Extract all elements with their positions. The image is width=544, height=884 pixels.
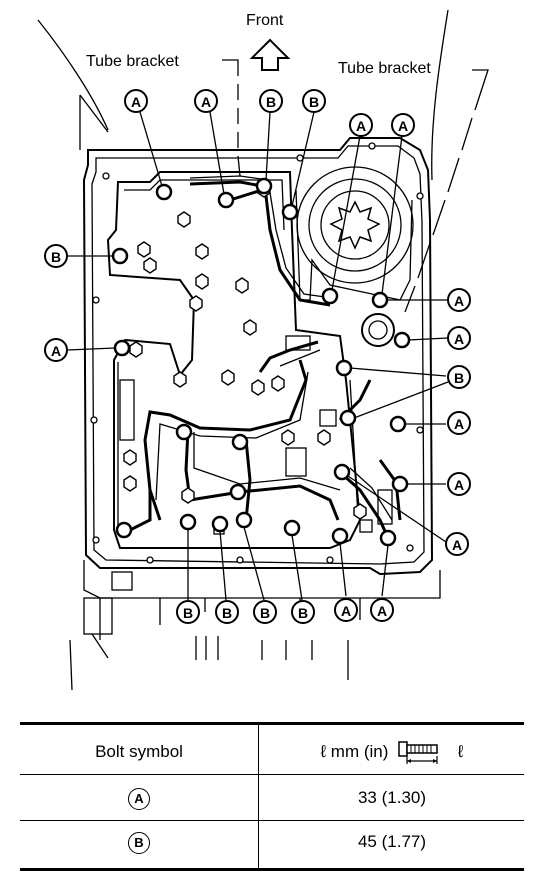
callout-a: A [447,472,471,496]
bolt-length-a: 33 (1.30) [357,788,427,807]
svg-text:A: A [131,94,141,110]
svg-text:A: A [356,118,366,134]
svg-text:A: A [454,293,464,309]
table-bottom-rule [20,868,524,871]
svg-text:B: B [51,249,61,265]
svg-text:A: A [454,416,464,432]
tube-bracket-right-leader [404,69,489,313]
bolt-length-table: Bolt symbol ℓ mm (in) ℓ A 33 (1.30) B 45… [20,722,524,872]
svg-text:B: B [454,370,464,386]
oil-tubes [129,175,402,539]
svg-text:A: A [398,118,408,134]
bolt-length-b: 45 (1.77) [357,832,427,851]
front-label: Front [246,12,284,29]
callout-a: A [370,598,394,622]
tube-bracket-left-leader [222,59,241,177]
callout-a: A [447,288,471,312]
gear-icon [329,200,381,250]
control-valve-bolt-diagram: Front Tube bracket Tube bracket [37,9,489,691]
callout-a: A [349,113,373,137]
callout-leaders [67,111,449,601]
svg-text:A: A [454,477,464,493]
callout-a: A [391,113,415,137]
svg-text:A: A [452,537,462,553]
header-bolt-symbol: Bolt symbol [95,742,183,761]
tube-bracket-left-label: Tube bracket [86,53,179,70]
callout-b: B [215,600,239,624]
svg-text:A: A [51,343,61,359]
callout-b: B [259,89,283,113]
callout-b: B [44,244,68,268]
callout-a: A [445,532,469,556]
housing-outline [37,19,109,131]
front-arrow-icon [249,38,291,71]
accumulator-ring [361,313,395,347]
svg-text:B: B [183,605,193,621]
callout-a: A [334,598,358,622]
svg-text:B: B [266,94,276,110]
svg-text:A: A [201,94,211,110]
svg-text:A: A [454,331,464,347]
hex-plugs [123,181,367,520]
callout-b: B [302,89,326,113]
callout-b: B [447,365,471,389]
bolt-symbol-b: B [128,831,150,854]
callout-b: B [291,600,315,624]
svg-text:B: B [222,605,232,621]
table-column-divider [258,722,259,871]
header-length-text: ℓ mm (in) [320,742,389,761]
gasket-outline [82,137,434,576]
svg-text:B: B [309,94,319,110]
table-row: A 33 (1.30) [20,776,524,821]
callout-a: A [44,338,68,362]
callout-a: A [194,89,218,113]
svg-text:B: B [298,605,308,621]
callout-b: B [253,600,277,624]
svg-text:B: B [260,605,270,621]
table-top-rule [20,722,524,725]
svg-text:A: A [377,603,387,619]
callout-a: A [124,89,148,113]
tube-bracket-right-label: Tube bracket [338,60,431,77]
callout-a: A [447,326,471,350]
svg-text:A: A [341,603,351,619]
valve-body-plate [106,171,362,549]
header-length-symbol: ℓ [457,742,464,761]
table-header-row: Bolt symbol ℓ mm (in) ℓ [20,730,524,775]
header-length: ℓ mm (in) ℓ [260,730,524,774]
callout-b: B [176,600,200,624]
gasket-holes [90,142,424,564]
table-row: B 45 (1.77) [20,820,524,864]
bolt-callouts: A A B B A A B A A A B A A A B B B B A A [44,89,471,624]
bolt-length-icon [398,740,438,764]
callout-a: A [447,411,471,435]
bolt-symbol-a: A [128,787,150,810]
